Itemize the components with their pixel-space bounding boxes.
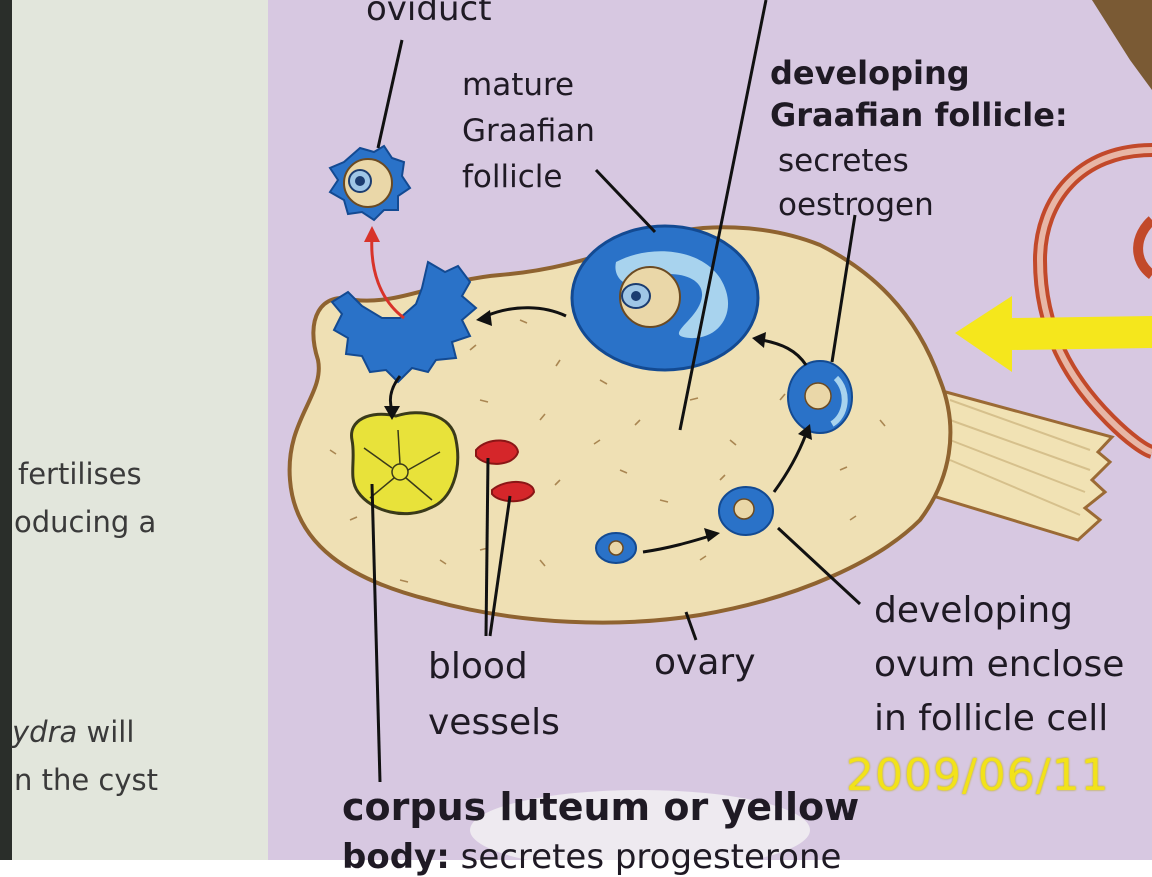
mature-follicle-label-line2: Graafian [462, 114, 595, 148]
secondary-follicle [719, 487, 773, 535]
corpus-luteum-desc: secretes progesterone [461, 837, 842, 877]
developing-graafian-follicle [788, 361, 852, 433]
developing-follicle-desc-line1: secretes [778, 144, 909, 178]
blood-vessels-label-line2: vessels [428, 704, 560, 742]
photo-date-stamp: 2009/06/11 [846, 752, 1110, 800]
developing-follicle-title-line1: developing [770, 56, 970, 90]
side-text-line4: n the cyst [14, 764, 158, 796]
ovum-label-line1: developing [874, 592, 1073, 630]
corpus-luteum-label-line2: body: secretes progesterone [342, 838, 841, 876]
side-text-line1: fertilises [18, 458, 142, 490]
side-text-line2: oducing a [14, 506, 156, 538]
developing-follicle-desc-line2: oestrogen [778, 188, 934, 222]
oviduct-label: oviduct [366, 0, 492, 28]
side-text-line3: ydra will [12, 716, 134, 748]
ovum-label-line3: in follicle cell [874, 700, 1108, 738]
ovary-label: ovary [654, 644, 756, 682]
side-text-will: will [77, 715, 134, 749]
developing-follicle-title-line2: Graafian follicle: [770, 98, 1068, 132]
mature-follicle-label-line3: follicle [462, 160, 562, 194]
ovum-label-line2: ovum enclose [874, 646, 1124, 684]
primary-follicle [596, 533, 636, 563]
mature-follicle [572, 226, 758, 370]
side-text-italic: ydra [12, 715, 77, 749]
blood-vessels-label-line1: blood [428, 648, 528, 686]
corpus-luteum-label-line1: corpus luteum or yellow [342, 788, 859, 826]
corpus-luteum [352, 413, 458, 514]
mature-follicle-label-line1: mature [462, 68, 574, 102]
corpus-luteum-body-word: body: [342, 837, 450, 877]
